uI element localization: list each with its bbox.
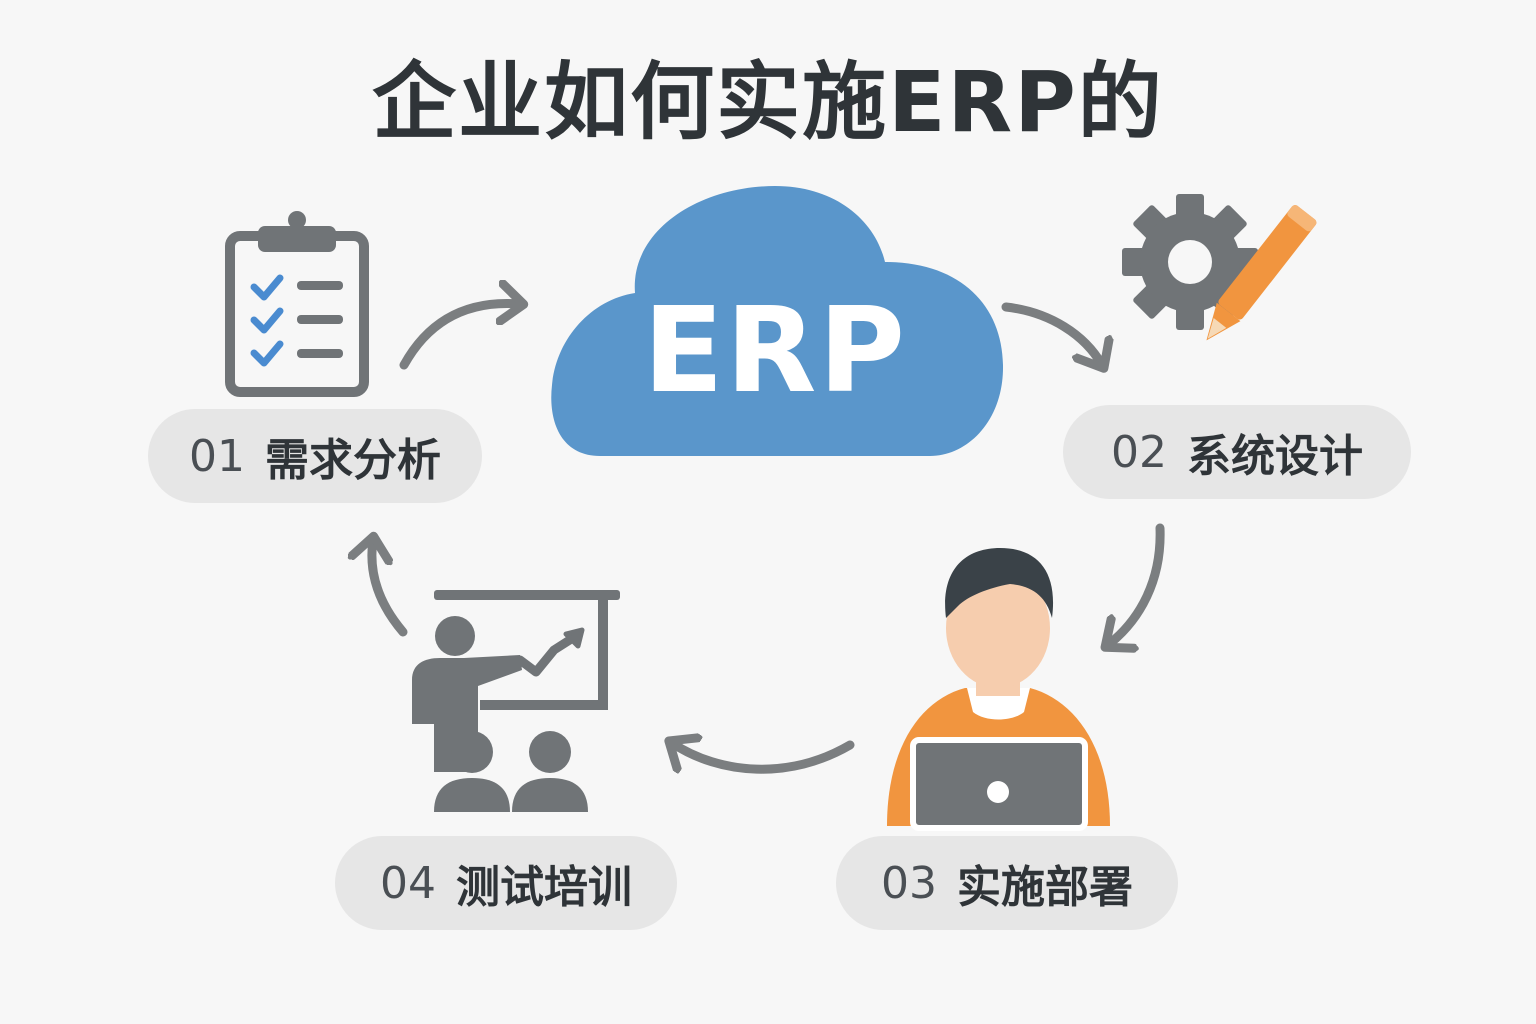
erp-label: ERP [643, 281, 907, 419]
step-03-deployment: 03 实施部署 [836, 836, 1178, 930]
person-laptop-icon [887, 548, 1110, 831]
step-label: 测试培训 [456, 862, 632, 913]
step-label: 系统设计 [1187, 431, 1363, 482]
clipboard-checklist-icon [225, 211, 369, 397]
arrow-step3-to-step4 [672, 743, 855, 774]
arrow-step2-to-step3 [1108, 523, 1165, 645]
step-01-needs-analysis: 01 需求分析 [148, 409, 482, 503]
step-number: 01 [189, 430, 245, 482]
step-number: 04 [380, 857, 436, 909]
step-02-system-design: 02 系统设计 [1063, 405, 1411, 499]
presentation-training-icon [412, 590, 620, 812]
arrow-step1-to-erp [399, 303, 520, 370]
step-number: 02 [1111, 426, 1167, 478]
erp-cloud-icon [551, 186, 1004, 456]
diagram-title: 企业如何实施ERP的 [372, 53, 1164, 151]
gear-pencil-icon [1122, 194, 1317, 341]
step-label: 实施部署 [957, 862, 1133, 913]
arrow-step4-to-step1 [372, 540, 408, 637]
step-04-testing-training: 04 测试培训 [335, 836, 677, 930]
arrow-erp-to-step2 [1001, 302, 1102, 365]
step-label: 需求分析 [265, 435, 441, 486]
step-number: 03 [881, 857, 937, 909]
